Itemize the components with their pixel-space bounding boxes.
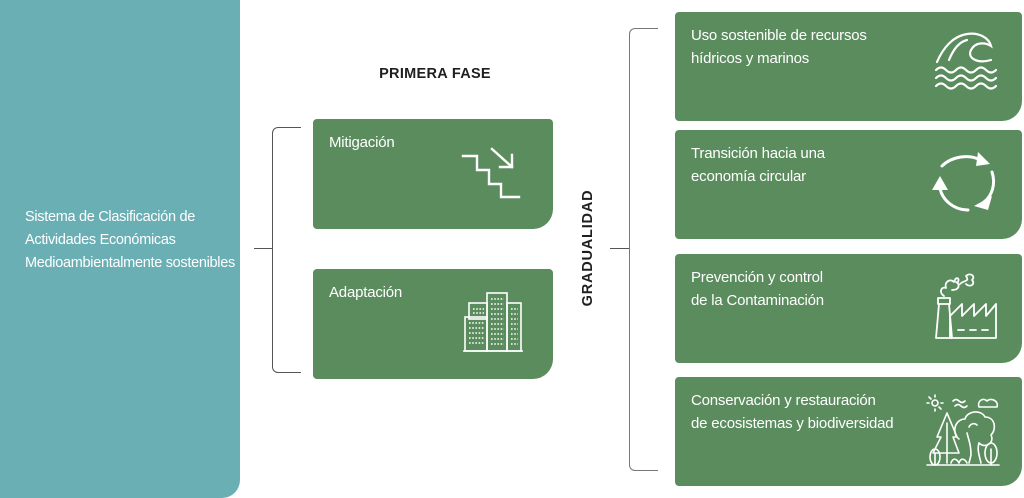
connector-root <box>254 248 272 250</box>
card-label: Uso sostenible de recursos hídricos y ma… <box>691 24 867 70</box>
factory-icon <box>930 268 1000 340</box>
card-label: Conservación y restauración de ecosistem… <box>691 389 894 435</box>
recycle-arrows-icon <box>928 146 1000 216</box>
card-label-line2: hídricos y marinos <box>691 50 810 67</box>
card-economia-circular: Transición hacia una economía circular <box>675 130 1022 239</box>
card-adaptacion: Adaptación <box>313 269 553 379</box>
root-panel: Sistema de Clasificación de Actividades … <box>0 0 240 498</box>
card-label-line2: de ecosistemas y biodiversidad <box>691 415 894 432</box>
first-phase-title: PRIMERA FASE <box>379 66 491 82</box>
buildings-icon <box>463 291 523 353</box>
card-recursos-hidricos: Uso sostenible de recursos hídricos y ma… <box>675 12 1022 121</box>
card-label: Mitigación <box>329 134 395 151</box>
card-label: Transición hacia una economía circular <box>691 142 825 188</box>
card-contaminacion: Prevención y control de la Contaminación <box>675 254 1022 363</box>
card-label-line2: de la Contaminación <box>691 292 824 309</box>
card-label-line1: Conservación y restauración <box>691 392 876 409</box>
gradualidad-label: GRADUALIDAD <box>580 189 596 307</box>
card-label: Adaptación <box>329 284 403 301</box>
card-mitigacion: Mitigación <box>313 119 553 229</box>
wave-icon <box>933 28 999 94</box>
card-label-line1: Uso sostenible de recursos <box>691 27 867 44</box>
card-label: Prevención y control de la Contaminación <box>691 266 824 312</box>
card-label-line1: Prevención y control <box>691 269 823 286</box>
forest-icon <box>925 393 1001 467</box>
bracket-gradualidad <box>629 28 658 471</box>
bracket-first-phase <box>272 127 301 373</box>
stairs-down-arrow-icon <box>461 143 525 203</box>
card-biodiversidad: Conservación y restauración de ecosistem… <box>675 377 1022 486</box>
connector-gradualidad <box>610 248 629 250</box>
card-label-line2: economía circular <box>691 168 806 185</box>
root-label: Sistema de Clasificación de Actividades … <box>25 209 235 271</box>
card-label-line1: Transición hacia una <box>691 145 825 162</box>
